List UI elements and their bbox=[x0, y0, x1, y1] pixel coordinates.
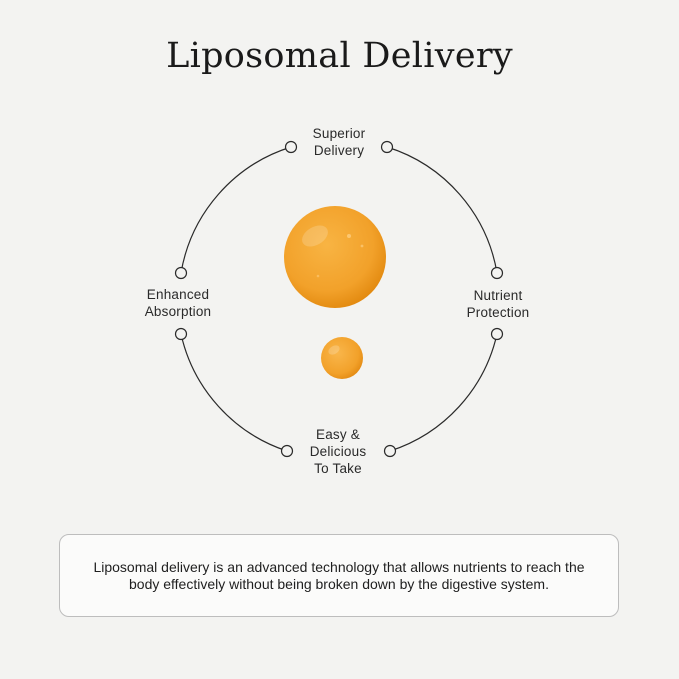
description-text: Liposomal delivery is an advanced techno… bbox=[93, 558, 585, 592]
arc-top-left bbox=[180, 146, 292, 274]
node-nutrient-top bbox=[490, 266, 504, 280]
node-superior-right bbox=[380, 140, 394, 154]
node-easy-left bbox=[280, 444, 294, 458]
small-droplet-icon bbox=[321, 337, 363, 379]
large-droplet-icon bbox=[284, 206, 386, 308]
page-title: Liposomal Delivery bbox=[166, 36, 513, 76]
arc-bottom-right bbox=[389, 333, 498, 452]
node-enhanced-bottom bbox=[174, 327, 188, 341]
label-superior-delivery: Superior Delivery bbox=[312, 126, 366, 158]
node-superior-left bbox=[284, 140, 298, 154]
arc-top-right bbox=[386, 146, 498, 274]
description-box: Liposomal delivery is an advanced techno… bbox=[59, 534, 619, 617]
label-nutrient-protection: Nutrient Protection bbox=[466, 288, 530, 320]
node-nutrient-bottom bbox=[490, 327, 504, 341]
arc-bottom-left bbox=[180, 333, 288, 452]
label-enhanced-absorption: Enhanced Absorption bbox=[144, 287, 212, 319]
node-enhanced-top bbox=[174, 266, 188, 280]
node-easy-right bbox=[383, 444, 397, 458]
label-easy-delicious: Easy & Delicious To Take bbox=[309, 427, 367, 476]
